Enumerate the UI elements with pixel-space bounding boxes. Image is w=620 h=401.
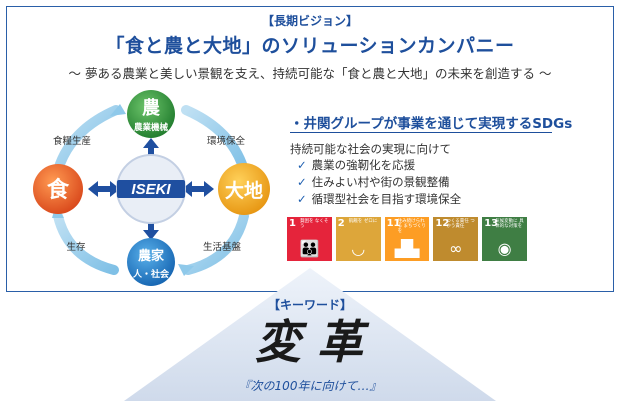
arrowhead-icon — [182, 181, 192, 197]
node-earth — [218, 163, 270, 215]
sdg-goal-text: つくる責任 つかう責任 — [446, 219, 475, 229]
sdg-goal-tiles: 1 貧困を なくそう 👪 2 飢餓を ゼロに ◡ 11 住み続けられる まちづく… — [287, 217, 527, 261]
relation-label-livelihood: 生活基盤 — [203, 241, 242, 253]
list-item: ✓ 農業の強靭化を応援 — [297, 157, 461, 174]
sdg-goal-text: 貧困を なくそう — [300, 219, 329, 229]
keyword-calligraphy: 変 革 — [247, 313, 377, 375]
vision-subtitle: 〜 夢ある農業と美しい景観を支え、持続可能な「食と農と大地」の未来を創造する 〜 — [68, 66, 552, 81]
arrowhead-icon — [110, 181, 120, 197]
vision-tag: 【長期ビジョン】 — [261, 14, 358, 28]
checkmark-icon: ✓ — [297, 192, 307, 206]
arrowhead-icon — [110, 104, 126, 116]
connector-left — [94, 186, 114, 192]
cycle-arc-top-left — [53, 105, 121, 175]
node-farmer-label: 人・社会 — [132, 268, 170, 280]
sdg-goal-text: 飢餓を ゼロに — [348, 219, 378, 224]
arrowhead-icon — [204, 181, 214, 197]
list-item: ✓ 住みよい村や街の景観整備 — [297, 174, 461, 191]
cycle-diagram: ISEKI 農 農業機械 食 大地 農家 人・社会 食糧生産 環境保全 生存 生… — [33, 90, 270, 286]
sdg-goal-number: 2 — [337, 218, 345, 229]
sdgs-title: ・井関グループが事業を通じて実現するSDGs — [290, 116, 573, 132]
sdg-goal-11: 11 住み続けられる まちづくりを ▟▙ — [384, 217, 430, 261]
infinity-icon: ∞ — [449, 239, 463, 258]
person-family-icon: 👪 — [299, 239, 320, 258]
cycle-arc-top-right — [181, 105, 249, 175]
arrowhead-icon — [143, 230, 159, 240]
arrowhead-icon — [143, 138, 159, 148]
relation-label-food-production: 食糧生産 — [53, 135, 91, 147]
sdgs-item-label: 住みよい村や街の景観整備 — [311, 175, 450, 189]
sdg-goal-number: 11 — [386, 218, 401, 229]
calligraphy-char: 革 — [317, 315, 363, 369]
keyword-label: 【キーワード】 — [267, 298, 352, 312]
sdg-goal-2: 2 飢餓を ゼロに ◡ — [335, 217, 381, 261]
cycle-arc-bottom-right — [183, 211, 249, 275]
sdgs-list: ✓ 農業の強靭化を応援 ✓ 住みよい村や街の景観整備 ✓ 循環型社会を目指す環境保全 — [297, 157, 461, 208]
cycle-arc-bottom-left — [53, 211, 119, 275]
node-agriculture-label: 農業機械 — [134, 122, 169, 133]
sdgs-item-label: 農業の強靭化を応援 — [311, 158, 416, 172]
page-title: 「食と農と大地」のソリューションカンパニー — [105, 35, 515, 57]
sdg-goal-13: 13 気候変動に 具体的な対策を ◉ — [482, 217, 527, 261]
connector-right — [188, 186, 208, 192]
eye-icon: ◉ — [497, 239, 512, 258]
sdg-goal-number: 12 — [435, 218, 450, 229]
checkmark-icon: ✓ — [297, 158, 307, 172]
sdg-goal-12: 12 つくる責任 つかう責任 ∞ — [433, 217, 479, 261]
calligraphy-char: 変 — [255, 315, 301, 369]
iseki-logo: ISEKI — [131, 181, 171, 198]
bowl-icon: ◡ — [351, 239, 366, 258]
node-agriculture-char: 農 — [142, 98, 161, 119]
node-earth-char: 大地 — [225, 179, 263, 202]
keyword-subtitle: 『次の100年に向けて…』 — [238, 379, 382, 393]
node-food — [33, 164, 83, 214]
arrowhead-icon — [88, 181, 98, 197]
sdg-goal-number: 13 — [484, 218, 499, 229]
checkmark-icon: ✓ — [297, 175, 307, 189]
sdgs-divider — [290, 132, 552, 133]
node-food-char: 食 — [47, 177, 70, 203]
node-farmer-char: 農家 — [138, 248, 165, 264]
sdgs-intro: 持続可能な社会の実現に向けて — [290, 142, 451, 156]
city-icon: ▟▙ — [394, 239, 420, 258]
sdgs-item-label: 循環型社会を目指す環境保全 — [311, 192, 462, 206]
sdg-goal-text: 気候変動に 具体的な対策を — [495, 219, 524, 229]
sdg-goal-1: 1 貧困を なくそう 👪 — [287, 217, 332, 261]
relation-label-environment: 環境保全 — [207, 135, 246, 147]
sdg-goal-text: 住み続けられる まちづくりを — [397, 219, 427, 234]
node-agriculture — [127, 90, 175, 138]
relation-label-survival: 生存 — [66, 241, 86, 253]
list-item: ✓ 循環型社会を目指す環境保全 — [297, 191, 461, 208]
iseki-logo-bar — [117, 180, 185, 198]
sdg-goal-number: 1 — [289, 218, 296, 229]
